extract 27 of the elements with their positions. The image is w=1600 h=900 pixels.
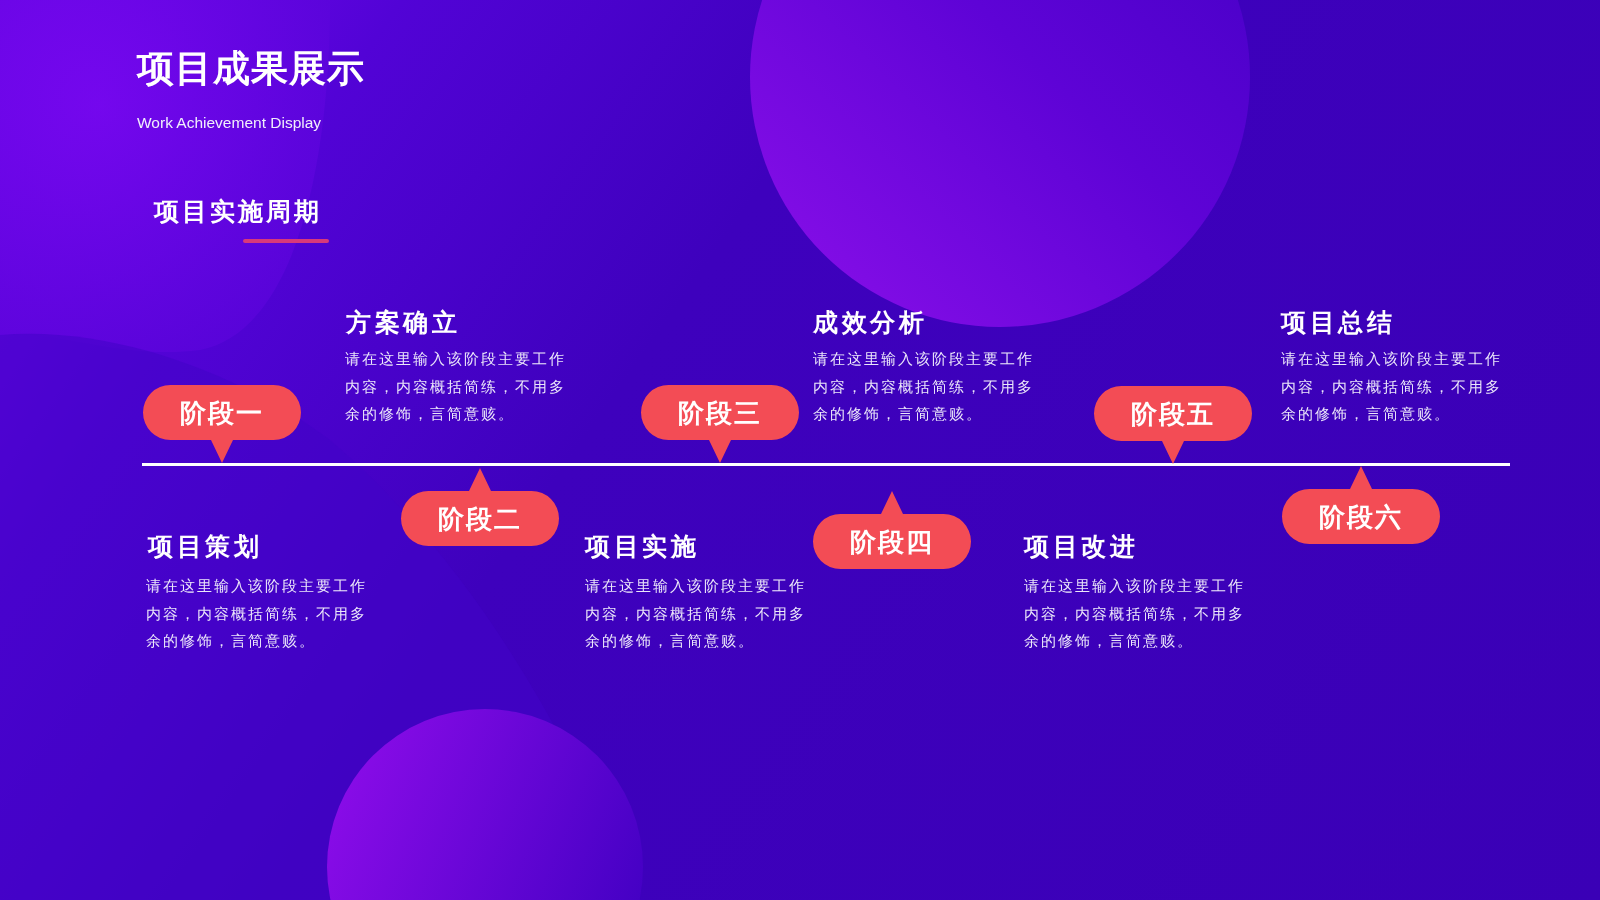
speech-bubble: [143, 385, 301, 463]
stage-label: 阶段五: [1131, 397, 1215, 430]
slide-subtitle: Work Achievement Display: [137, 113, 322, 133]
stage-heading: 成效分析: [813, 308, 927, 338]
stage-label: 阶段一: [180, 396, 264, 429]
stage-description: 请在这里输入该阶段主要工作内容，内容概括简练，不用多余的修饰，言简意赅。: [813, 349, 1035, 425]
stage-label: 阶段三: [678, 396, 762, 429]
stage-description: 请在这里输入该阶段主要工作内容，内容概括简练，不用多余的修饰，言简意赅。: [146, 576, 368, 652]
speech-bubble: [1282, 466, 1440, 544]
stage-label: 阶段二: [438, 502, 522, 535]
stage-heading: 项目实施: [585, 532, 699, 562]
stage-heading: 方案确立: [346, 308, 460, 338]
stage-label: 阶段六: [1319, 500, 1403, 533]
stage-heading: 项目改进: [1024, 532, 1138, 562]
speech-bubble: [813, 491, 971, 569]
section-heading: 项目实施周期: [154, 197, 322, 227]
speech-bubble: [641, 385, 799, 463]
speech-bubble: [1094, 386, 1252, 464]
speech-bubble: [401, 468, 559, 546]
slide-title: 项目成果展示: [137, 47, 365, 91]
stage-description: 请在这里输入该阶段主要工作内容，内容概括简练，不用多余的修饰，言简意赅。: [345, 349, 567, 425]
stage-description: 请在这里输入该阶段主要工作内容，内容概括简练，不用多余的修饰，言简意赅。: [585, 576, 807, 652]
stage-description: 请在这里输入该阶段主要工作内容，内容概括简练，不用多余的修饰，言简意赅。: [1024, 576, 1246, 652]
stage-heading: 项目总结: [1281, 308, 1395, 338]
stage-description: 请在这里输入该阶段主要工作内容，内容概括简练，不用多余的修饰，言简意赅。: [1281, 349, 1503, 425]
stage-heading: 项目策划: [148, 532, 262, 562]
stage-label: 阶段四: [850, 525, 934, 558]
